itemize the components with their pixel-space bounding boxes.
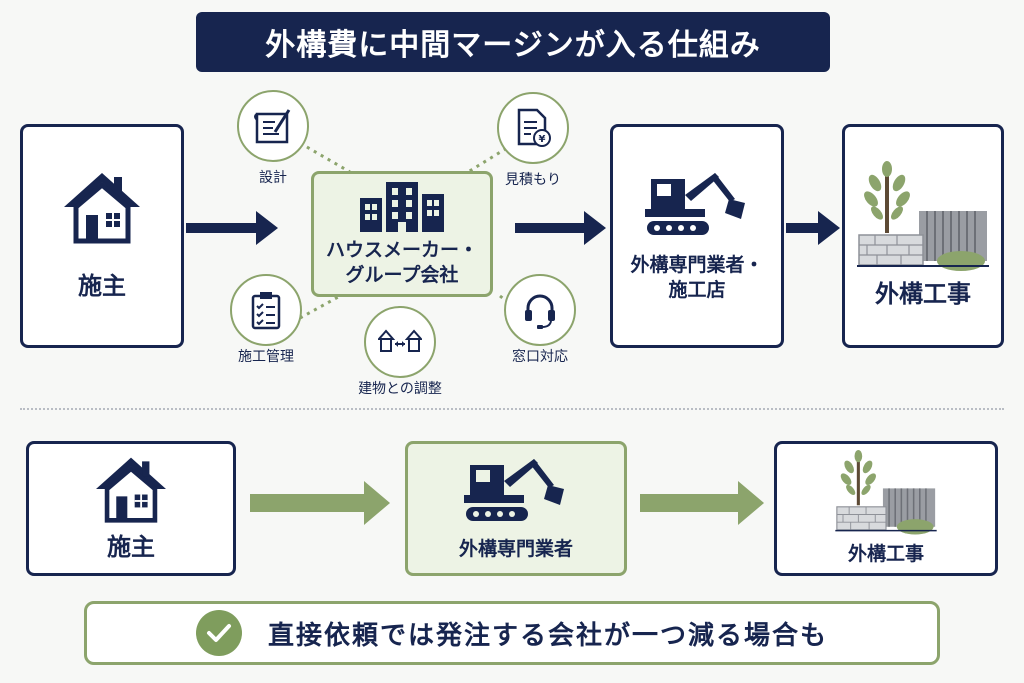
direct-contractor-box: 外構専門業者 xyxy=(405,441,627,576)
excavator-icon xyxy=(645,173,745,236)
management-label: 施工管理 xyxy=(238,349,294,365)
direct-work-label: 外構工事 xyxy=(847,543,924,566)
section-divider xyxy=(20,408,1004,410)
document-yen-icon: ¥ xyxy=(517,108,551,147)
company-box: ハウスメーカー・ グループ会社 xyxy=(311,171,493,297)
direct-work-box: 外構工事 xyxy=(774,441,998,576)
company-label-line1: ハウスメーカー・ xyxy=(325,239,478,262)
connector-management xyxy=(299,294,341,320)
owner-label: 施主 xyxy=(78,272,126,301)
direct-owner-box: 施主 xyxy=(26,441,236,576)
contact-circle xyxy=(504,274,576,346)
estimate-label: 見積もり xyxy=(505,172,561,188)
blueprint-icon xyxy=(254,109,291,144)
house-exchange-icon xyxy=(378,329,422,352)
owner-box: 施主 xyxy=(20,124,184,348)
page-title: 外構費に中間マージンが入る仕組み xyxy=(196,12,830,72)
work-label: 外構工事 xyxy=(875,280,971,309)
work-box: 外構工事 xyxy=(842,124,1004,348)
contractor-label-line2: 施工店 xyxy=(668,279,726,301)
company-label-line2: グループ会社 xyxy=(345,264,459,286)
house-icon xyxy=(64,173,140,244)
estimate-circle: ¥ xyxy=(497,92,569,164)
company-label: ハウスメーカー・ グループ会社 xyxy=(326,238,478,287)
coordination-circle xyxy=(364,306,436,378)
arrow-contractor-to-work xyxy=(786,211,840,245)
headset-icon xyxy=(525,294,555,329)
house-icon xyxy=(96,457,166,523)
excavator-icon xyxy=(464,459,564,522)
note-box: 直接依頼では発注する会社が一つ減る場合も xyxy=(84,601,940,665)
buildings-icon xyxy=(360,182,444,233)
contractor-label-line1: 外構専門業者・ xyxy=(630,254,764,277)
design-circle xyxy=(237,90,309,162)
note-text: 直接依頼では発注する会社が一つ減る場合も xyxy=(267,620,828,651)
garden-wall-icon xyxy=(835,450,937,535)
garden-wall-icon xyxy=(857,161,989,272)
design-label: 設計 xyxy=(259,170,287,186)
direct-contractor-label: 外構専門業者 xyxy=(458,538,573,561)
check-icon xyxy=(195,610,242,656)
clipboard-icon xyxy=(251,292,281,330)
svg-text:¥: ¥ xyxy=(539,134,546,145)
arrow-owner-to-company xyxy=(186,211,278,245)
arrow-direct-contractor-to-work xyxy=(640,481,764,525)
contractor-label: 外構専門業者・ 施工店 xyxy=(630,253,763,302)
arrow-direct-owner-to-contractor xyxy=(250,481,390,525)
contractor-box: 外構専門業者・ 施工店 xyxy=(610,124,784,348)
arrow-company-to-contractor xyxy=(515,211,606,245)
contact-label: 窓口対応 xyxy=(512,349,568,365)
direct-owner-label: 施主 xyxy=(107,532,155,561)
coordination-label: 建物との調整 xyxy=(358,381,442,397)
connector-design xyxy=(299,141,351,174)
management-circle xyxy=(230,274,302,346)
